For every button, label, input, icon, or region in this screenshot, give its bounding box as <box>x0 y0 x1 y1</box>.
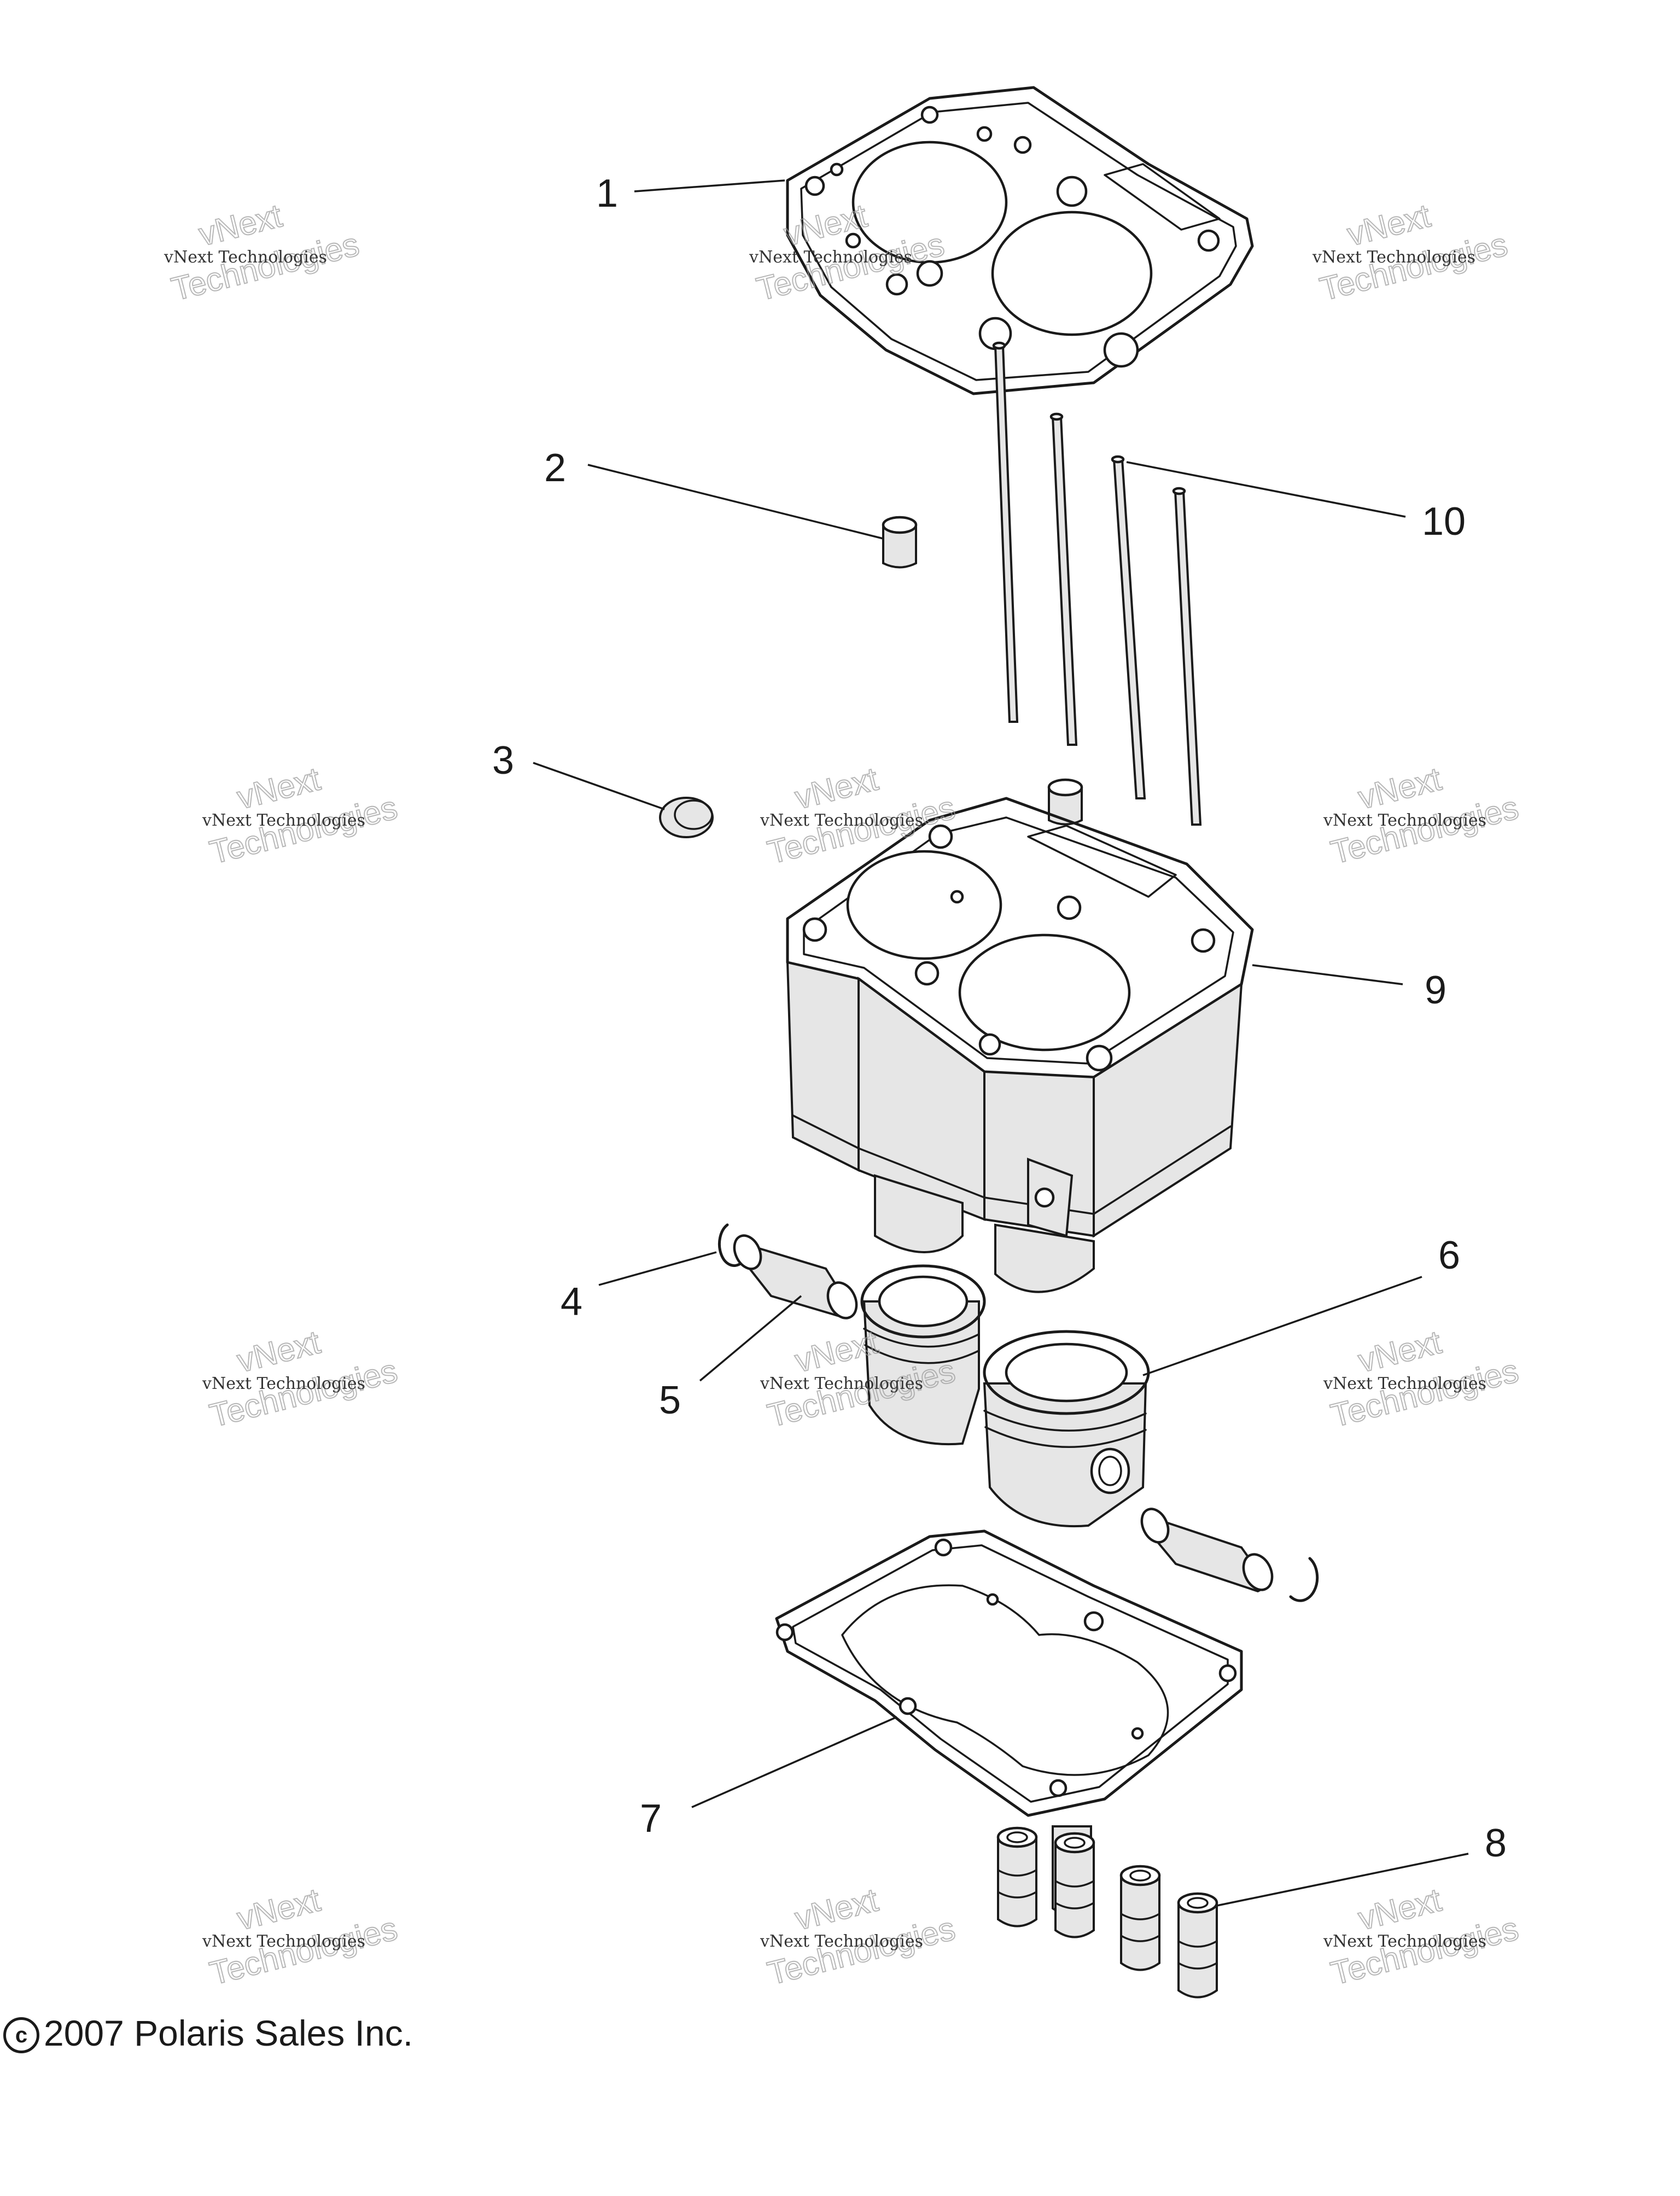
svg-text:vNext: vNext <box>1355 1881 1445 1937</box>
svg-text:vNext: vNext <box>234 1881 324 1937</box>
callout-6: 6 <box>1438 1234 1460 1277</box>
leader-4 <box>598 1251 717 1286</box>
callout-3: 3 <box>492 739 514 782</box>
svg-text:vNext Technologies: vNext Technologies <box>202 1374 365 1393</box>
plug-part-3[interactable] <box>659 797 714 838</box>
copyright-text: 2007 Polaris Sales Inc. <box>44 2013 413 2053</box>
svg-text:vNext Technologies: vNext Technologies <box>760 1932 923 1951</box>
callout-9: 9 <box>1425 968 1446 1012</box>
svg-text:vNext Technologies: vNext Technologies <box>749 248 912 267</box>
watermark: vNext Technologies vNext Technologies <box>202 1323 401 1434</box>
svg-text:vNext Technologies: vNext Technologies <box>760 811 923 830</box>
head-gasket-part-1[interactable] <box>786 86 1254 395</box>
watermark: vNext Technologies vNext Technologies <box>1323 1880 1522 1992</box>
piston-pin-right <box>1140 1508 1274 1593</box>
svg-text:vNext Technologies: vNext Technologies <box>1323 811 1486 830</box>
leader-8 <box>1216 1853 1469 1907</box>
callout-2: 2 <box>544 446 566 490</box>
callout-8: 8 <box>1485 1821 1507 1865</box>
leader-9 <box>1252 964 1403 985</box>
callout-1: 1 <box>596 172 618 215</box>
svg-text:vNext: vNext <box>1344 197 1434 253</box>
svg-text:vNext Technologies: vNext Technologies <box>760 1374 923 1393</box>
leader-2 <box>587 464 884 540</box>
svg-text:vNext Technologies: vNext Technologies <box>164 248 327 267</box>
watermark: vNext Technologies vNext Technologies <box>1323 1323 1522 1434</box>
watermark: vNext Technologies vNext Technologies <box>760 1880 959 1992</box>
svg-text:vNext: vNext <box>791 1881 882 1937</box>
watermark: vNext Technologies vNext Technologies <box>202 760 401 871</box>
studs-part-10[interactable] <box>992 341 1202 826</box>
circlip-right <box>1289 1557 1319 1602</box>
sleeves-part-8[interactable] <box>996 1825 1218 1999</box>
svg-text:vNext Technologies: vNext Technologies <box>202 1932 365 1951</box>
svg-text:vNext Technologies: vNext Technologies <box>1312 248 1475 267</box>
svg-text:vNext Technologies: vNext Technologies <box>1323 1374 1486 1393</box>
callout-10: 10 <box>1422 500 1466 544</box>
base-gasket-part-7[interactable] <box>775 1529 1243 1817</box>
callout-5: 5 <box>659 1379 681 1422</box>
leader-5 <box>699 1295 802 1382</box>
watermark: vNext Technologies vNext Technologies <box>164 196 363 308</box>
leader-7 <box>691 1716 897 1808</box>
svg-text:vNext Technologies: vNext Technologies <box>202 811 365 830</box>
svg-text:vNext Technologies: vNext Technologies <box>1323 1932 1486 1951</box>
svg-text:vNext: vNext <box>1355 760 1445 816</box>
svg-text:vNext: vNext <box>234 760 324 816</box>
leader-10 <box>1126 461 1406 518</box>
watermark: vNext Technologies vNext Technologies <box>1323 760 1522 871</box>
svg-text:vNext: vNext <box>234 1323 324 1379</box>
callout-4: 4 <box>561 1280 582 1324</box>
piston-pin-part-5[interactable] <box>730 1231 862 1323</box>
svg-text:vNext: vNext <box>1355 1323 1445 1379</box>
leader-6 <box>1142 1276 1422 1376</box>
svg-text:vNext: vNext <box>195 197 285 253</box>
watermark: vNext Technologies vNext Technologies <box>1312 196 1512 308</box>
circlip-part-4[interactable] <box>718 1223 743 1267</box>
leader-lines <box>533 179 1469 1907</box>
callout-labels: 1 2 3 4 5 6 7 8 9 10 <box>492 172 1507 1865</box>
copyright-icon: c <box>3 2017 39 2053</box>
leader-3 <box>533 762 665 810</box>
svg-text:vNext: vNext <box>791 760 882 816</box>
pistons-part-6[interactable] <box>860 1264 1150 1528</box>
dowel-part-2[interactable] <box>882 516 918 569</box>
leader-1 <box>634 179 785 192</box>
callout-7: 7 <box>640 1797 662 1841</box>
watermark: vNext Technologies vNext Technologies <box>202 1880 401 1992</box>
cylinder-part-9[interactable] <box>786 797 1254 1293</box>
cylinder-dowel <box>1047 778 1083 826</box>
